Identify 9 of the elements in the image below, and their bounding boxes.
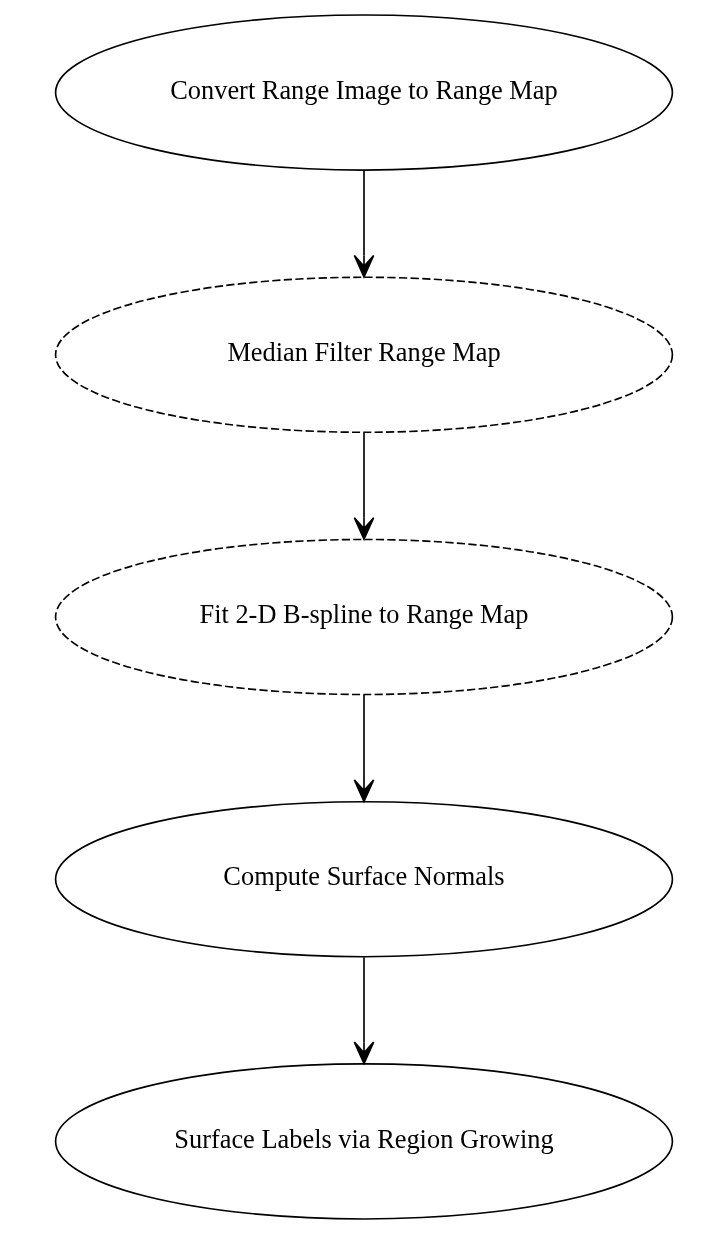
- arrow: [353, 694, 374, 803]
- node-ellipse: Surface Labels via Region Growing: [54, 1063, 673, 1220]
- arrow: [353, 169, 374, 278]
- node-ellipse: Compute Surface Normals: [54, 800, 673, 958]
- node-ellipse: Median Filter Range Map: [54, 276, 673, 434]
- node-ellipse: Fit 2-D B-spline to Range Map: [54, 538, 673, 696]
- node-ellipse: Convert Range Image to Range Map: [54, 14, 673, 171]
- arrow: [353, 431, 374, 540]
- arrow: [353, 956, 374, 1065]
